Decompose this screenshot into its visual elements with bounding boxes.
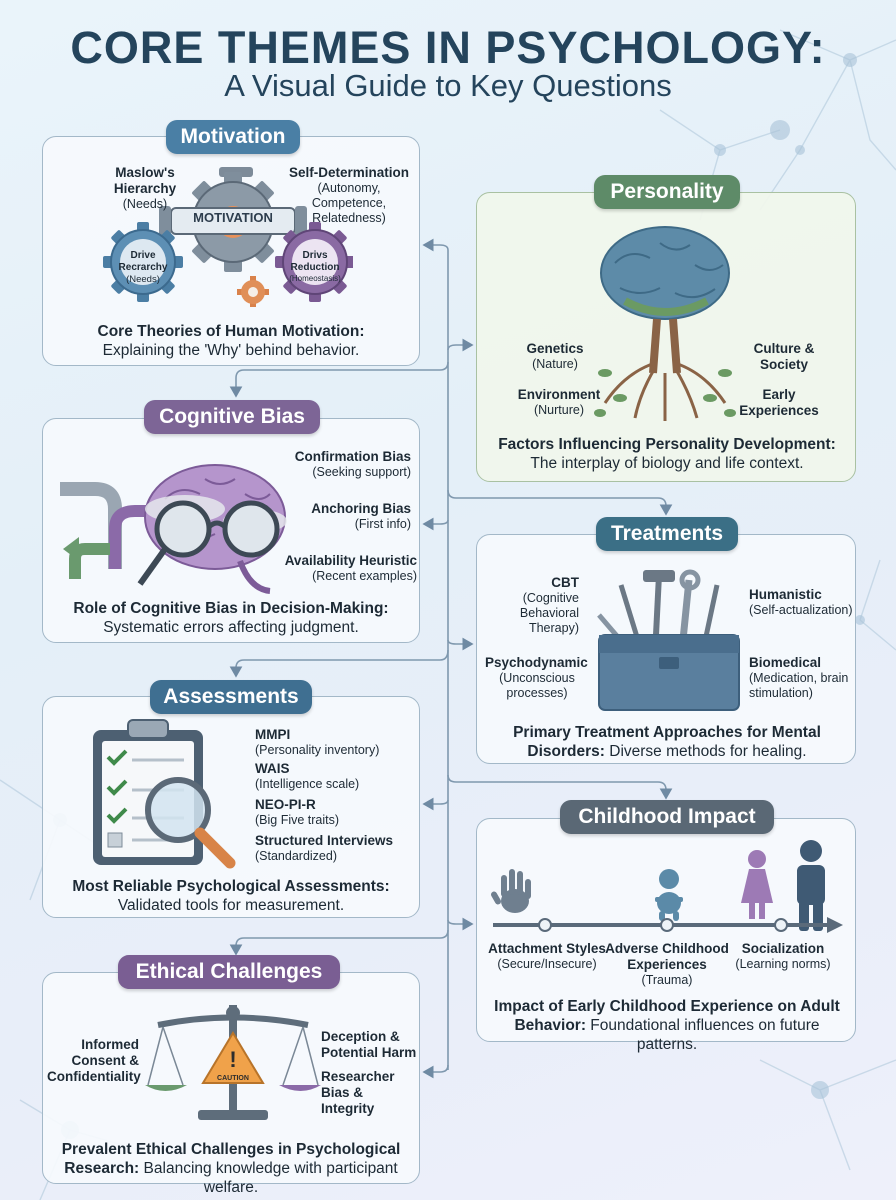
structured-interviews-label: Structured Interviews(Standardized) xyxy=(255,833,394,863)
mmpi-label: MMPI(Personality inventory) xyxy=(255,727,380,757)
motivation-pill: Motivation xyxy=(166,120,300,154)
motivation-gears-icon xyxy=(103,167,353,307)
development-timeline-icon xyxy=(491,840,843,933)
motivation-caption: Core Theories of Human Motivation:Explai… xyxy=(97,323,365,359)
environment-label: Environment(Nurture) xyxy=(517,387,601,417)
scales-caution-icon: ! xyxy=(145,1005,321,1120)
brain-tree-icon xyxy=(594,226,736,421)
toolbox-icon xyxy=(597,569,740,711)
neo-pi-r-label: NEO-PI-R(Big Five traits) xyxy=(255,797,340,827)
wais-label: WAIS(Intelligence scale) xyxy=(255,761,360,791)
personality-card: Genetics(Nature) Environment(Nurture) Cu… xyxy=(476,192,856,482)
biomedical-label: Biomedical (Medication, brain stimulatio… xyxy=(749,655,849,700)
childhood-impact-pill: Childhood Impact xyxy=(560,800,774,834)
clipboard-magnifier-icon xyxy=(93,719,236,869)
personality-pill: Personality xyxy=(594,175,740,209)
socialization-label: Socialization(Learning norms) xyxy=(735,941,831,971)
caution-label: CAUTION xyxy=(217,1075,249,1082)
confirmation-bias-label: Confirmation Bias(Seeking support) xyxy=(294,449,411,479)
early-experiences-label: Early Experiences xyxy=(739,387,819,418)
self-determination-label: Self-Determination (Autonomy, Competence… xyxy=(288,165,410,225)
reduction-gear-label: Drivs Reduction (Homeostasis) xyxy=(289,250,341,283)
attachment-styles-label: Attachment Styles(Secure/Insecure) xyxy=(488,941,606,971)
humanistic-label: Humanistic(Self-actualization) xyxy=(749,587,853,617)
svg-text:!: ! xyxy=(229,1047,236,1072)
motivation-card: MOTIVATION Maslow's Hierarchy (Needs) Se… xyxy=(42,136,420,366)
assessments-caption: Most Reliable Psychological Assessments:… xyxy=(72,878,390,914)
page-title: CORE THEMES IN PSYCHOLOGY: xyxy=(70,22,826,73)
culture-society-label: Culture & Society xyxy=(753,341,815,372)
treatments-caption: Primary Treatment Approaches for Mental … xyxy=(513,724,821,760)
genetics-label: Genetics(Nature) xyxy=(526,341,584,371)
page-subtitle: A Visual Guide to Key Questions xyxy=(224,68,672,103)
cognitive-bias-caption: Role of Cognitive Bias in Decision-Makin… xyxy=(73,600,389,636)
personality-caption: Factors Influencing Personality Developm… xyxy=(498,436,836,472)
assessments-card: MMPI(Personality inventory) WAIS(Intelli… xyxy=(42,696,420,918)
ethical-challenges-card: ! CAUTION Informed Consent & Confidentia… xyxy=(42,972,420,1196)
deception-harm-label: Deception & Potential Harm xyxy=(321,1029,417,1060)
brain-glasses-icon xyxy=(60,464,287,594)
cognitive-bias-pill: Cognitive Bias xyxy=(144,400,320,434)
cbt-label: CBT (Cognitive Behavioral Therapy) xyxy=(519,575,579,635)
childhood-caption: Impact of Early Childhood Experience on … xyxy=(494,998,840,1053)
cognitive-bias-card: Confirmation Bias(Seeking support) Ancho… xyxy=(42,418,420,643)
childhood-impact-card: Attachment Styles(Secure/Insecure) Adver… xyxy=(476,818,856,1053)
ethical-challenges-pill: Ethical Challenges xyxy=(118,955,340,989)
assessments-pill: Assessments xyxy=(150,680,312,714)
treatments-card: CBT (Cognitive Behavioral Therapy) Human… xyxy=(476,534,856,764)
maslow-label: Maslow's Hierarchy (Needs) xyxy=(113,165,177,211)
treatments-pill: Treatments xyxy=(596,517,738,551)
motivation-gear-label: MOTIVATION xyxy=(193,210,273,225)
psychodynamic-label: Psychodynamic (Unconscious processes) xyxy=(485,655,588,700)
informed-consent-label: Informed Consent & Confidentiality xyxy=(47,1037,141,1084)
adverse-experiences-label: Adverse Childhood Experiences(Trauma) xyxy=(605,941,729,987)
drive-gear-label: Drive Recrarchy (Needs) xyxy=(118,250,168,285)
availability-heuristic-label: Availability Heuristic(Recent examples) xyxy=(284,553,417,583)
anchoring-bias-label: Anchoring Bias(First info) xyxy=(311,501,411,531)
researcher-bias-label: Researcher Bias & Integrity xyxy=(321,1069,395,1116)
ethical-caption: Prevalent Ethical Challenges in Psycholo… xyxy=(61,1141,401,1196)
